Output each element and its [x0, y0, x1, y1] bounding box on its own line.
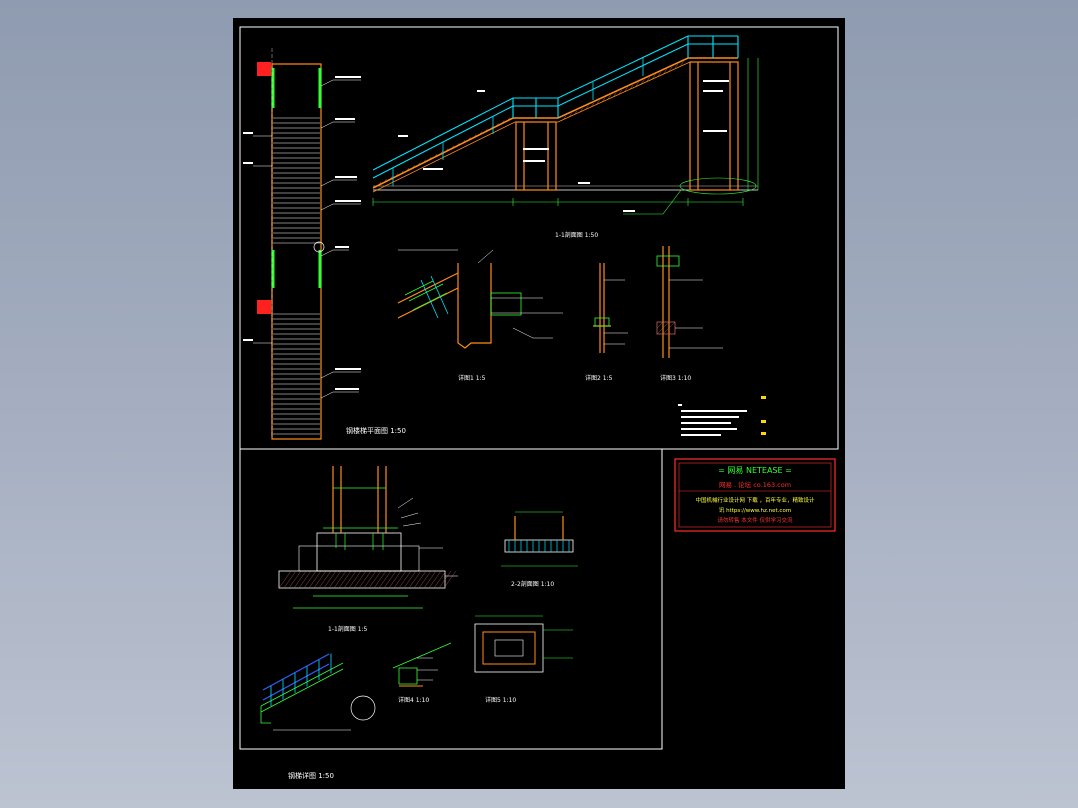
base4-label: 详图5 1:10 — [485, 696, 516, 704]
detail-3: 详图3 1:10 — [656, 246, 723, 382]
section-2-2: 2-2剖面图 1:10 — [501, 511, 578, 588]
detail-5: 详图5 1:10 — [474, 615, 573, 704]
general-notes — [678, 396, 766, 436]
marker-red-top — [257, 62, 271, 76]
elevation-label: 1-1剖面图 1:50 — [555, 231, 598, 239]
stair-elevation-view: 1-1剖面图 1:50 — [372, 35, 759, 239]
sheet-title: 钢梯详图 1:50 — [288, 771, 334, 780]
detail1-label: 详图1 1:5 — [458, 374, 486, 382]
title-line5: 请勿转售 本文件 仅供学习交流 — [718, 516, 793, 524]
title-line3: 中国机械行业设计网 下载 ，百年专业，精致设计 — [696, 496, 815, 504]
detail-4: 详图4 1:10 — [392, 642, 452, 704]
plan-view-label: 钢楼梯平面图 1:50 — [346, 426, 406, 435]
title-block: = 网易 NETEASE = 网易 . 论坛 co.163.com 中国机械行业… — [674, 458, 836, 532]
marker-red-bottom — [257, 300, 271, 314]
stair-detail-fragment — [260, 653, 376, 731]
base1-label: 1-1剖面图 1:5 — [328, 625, 368, 633]
handrail — [372, 35, 739, 179]
base2-label: 2-2剖面图 1:10 — [511, 580, 554, 588]
title-line4: 讯 https://www.hz.net.com — [719, 506, 791, 514]
detail3-label: 详图3 1:10 — [660, 374, 691, 382]
stair-plan-view: 钢楼梯平面图 1:50 — [243, 48, 406, 440]
cad-drawing-sheet: 钢楼梯平面图 1:50 — [233, 18, 845, 789]
detail2-label: 详图2 1:5 — [585, 374, 613, 382]
foundation-section: 1-1剖面图 1:5 — [278, 466, 458, 633]
frame-borders — [239, 26, 839, 750]
cad-drawing: 钢楼梯平面图 1:50 — [239, 26, 839, 780]
base3-label: 详图4 1:10 — [398, 696, 429, 704]
detail-2: 详图2 1:5 — [585, 263, 628, 382]
detail-1: 详图1 1:5 — [397, 249, 563, 382]
title-line2: 网易 . 论坛 co.163.com — [719, 480, 791, 489]
title-line1: = 网易 NETEASE = — [718, 466, 792, 475]
